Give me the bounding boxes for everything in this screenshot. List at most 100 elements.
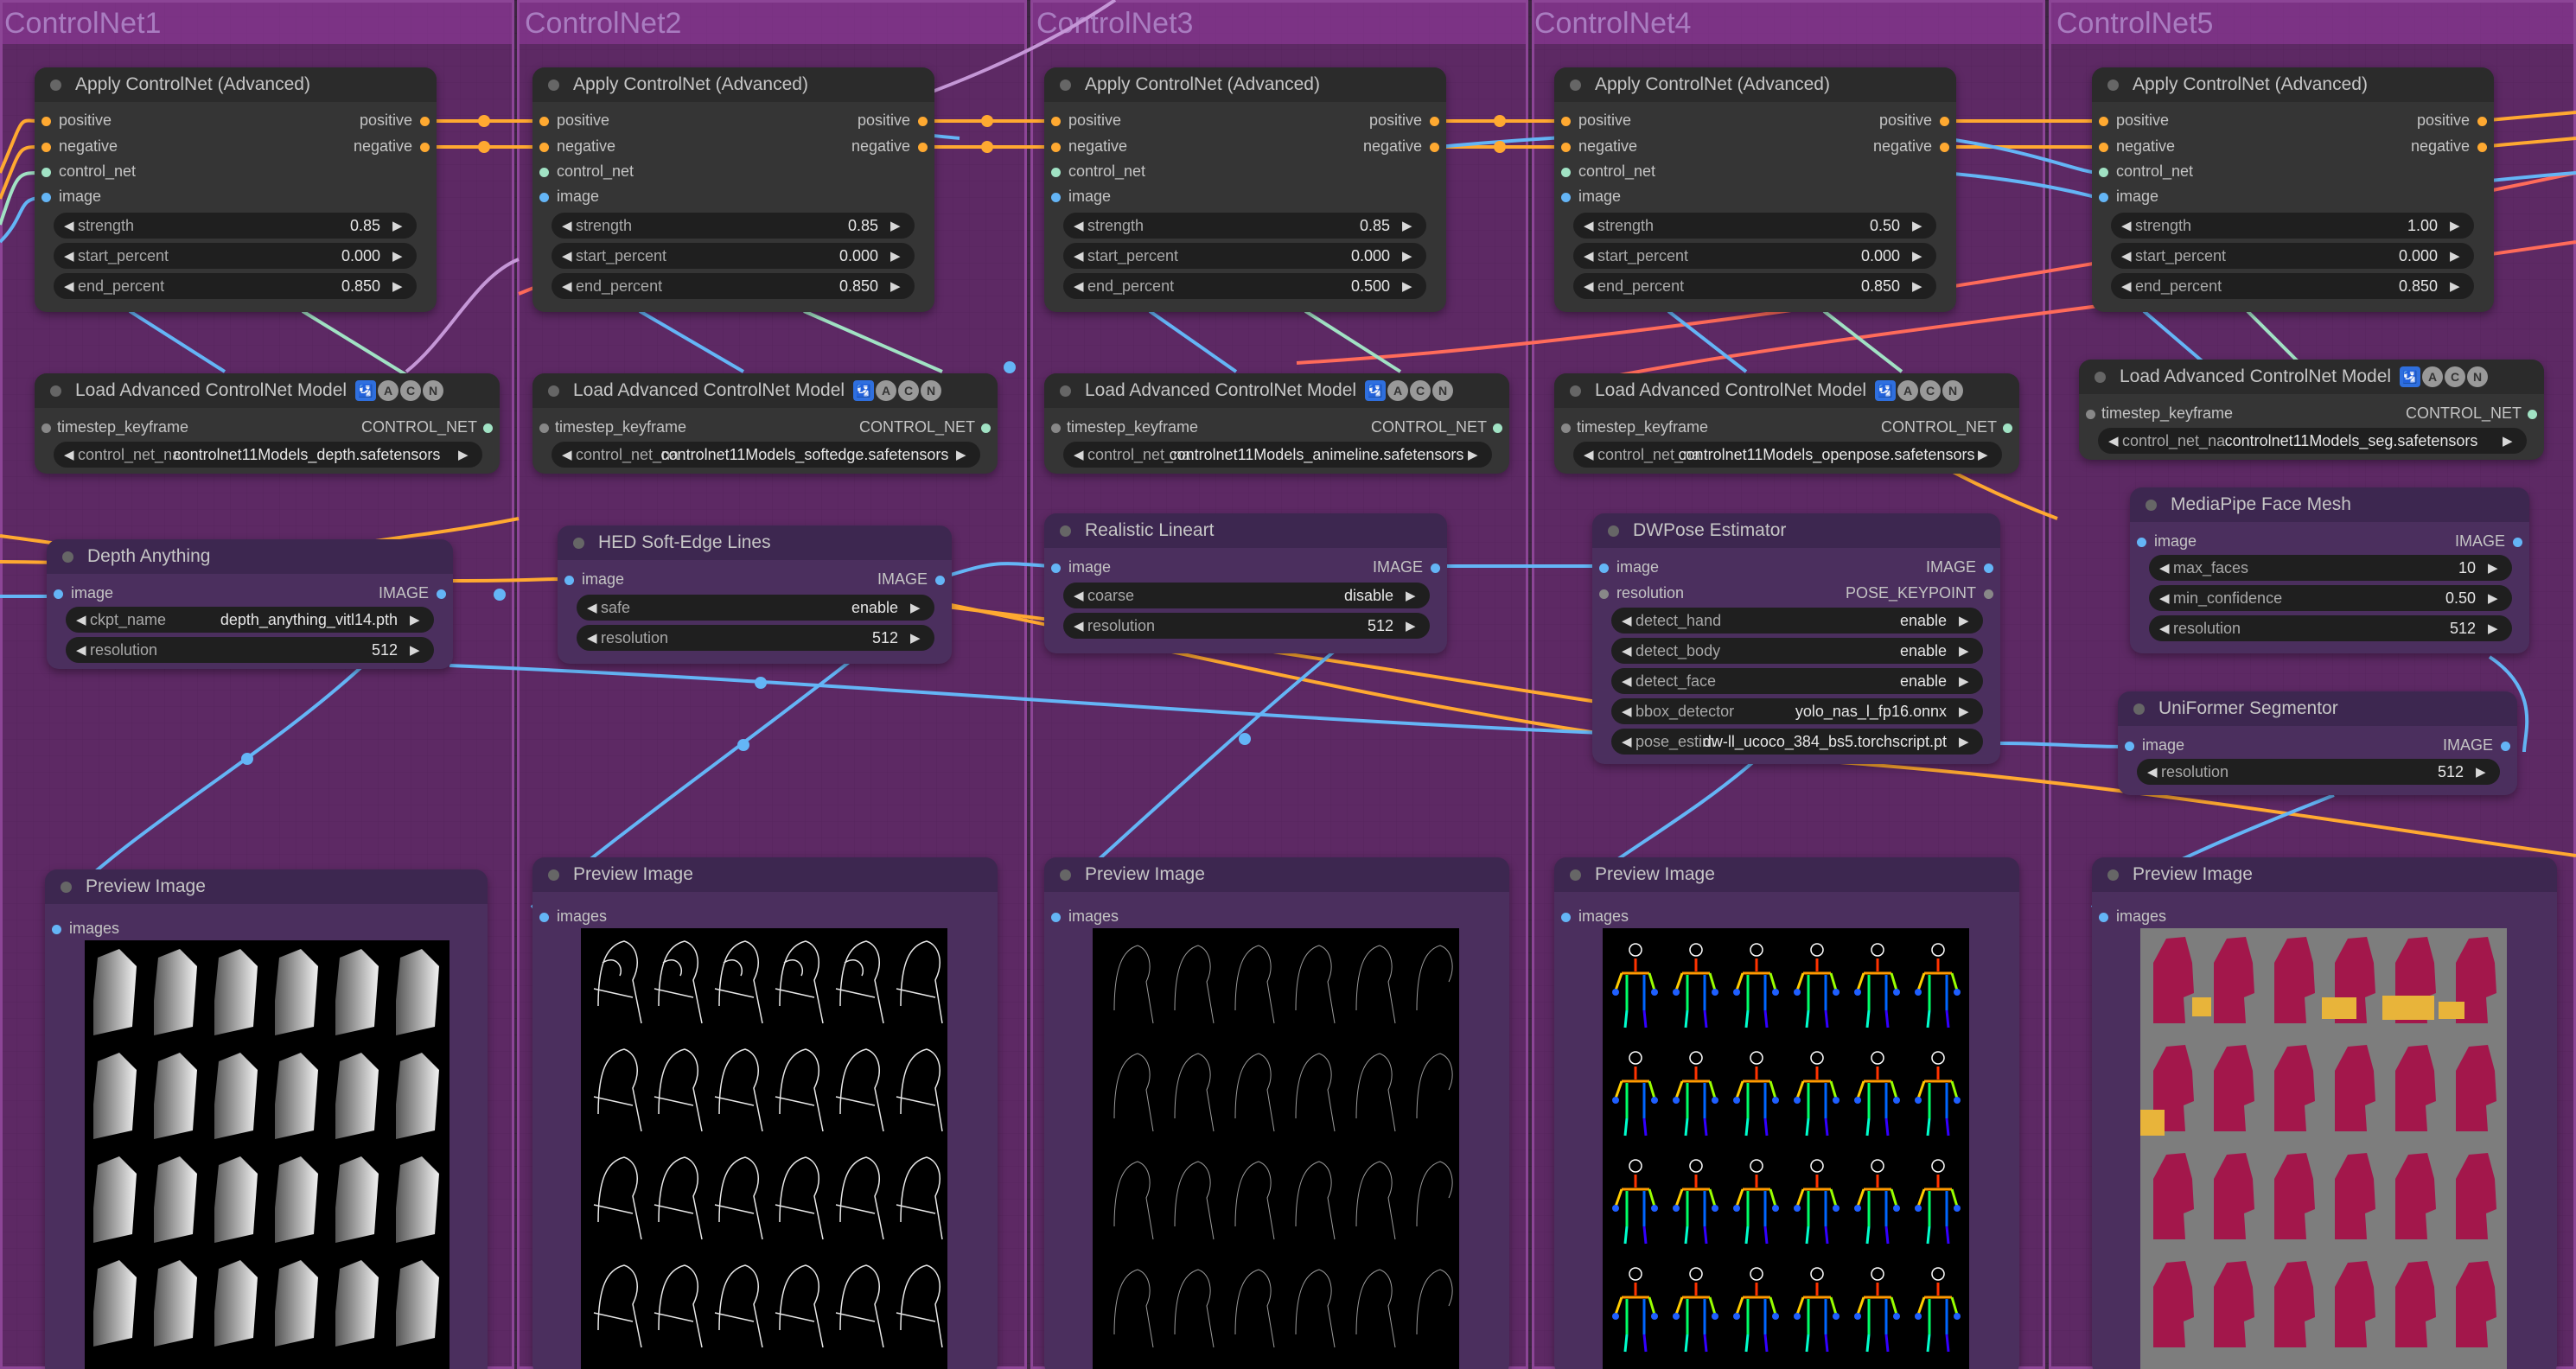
collapse-dot-icon[interactable]: [2107, 869, 2119, 881]
preview-image-node-3[interactable]: Preview Image images: [1044, 857, 1509, 1369]
input-socket-image[interactable]: [539, 193, 549, 202]
output-socket-pose-keypoint[interactable]: [1984, 589, 1993, 599]
increment-arrow-icon[interactable]: ▶: [1402, 279, 1412, 294]
decrement-arrow-icon[interactable]: ◀: [1074, 279, 1084, 294]
preview-image-node-2[interactable]: Preview Image images: [532, 857, 998, 1369]
increment-arrow-icon[interactable]: ▶: [2476, 765, 2486, 780]
node-title[interactable]: UniFormer Segmentor: [2118, 691, 2517, 726]
input-socket-control-net[interactable]: [2099, 168, 2108, 177]
prev-arrow-icon[interactable]: ◀: [1622, 674, 1632, 689]
decrement-arrow-icon[interactable]: ◀: [64, 279, 74, 294]
decrement-arrow-icon[interactable]: ◀: [562, 249, 572, 264]
increment-arrow-icon[interactable]: ▶: [392, 219, 403, 233]
apply-controlnet-node-4[interactable]: Apply ControlNet (Advanced) positive neg…: [1554, 67, 1956, 312]
increment-arrow-icon[interactable]: ▶: [2488, 621, 2498, 636]
output-socket-image[interactable]: [2501, 742, 2510, 751]
output-socket-negative[interactable]: [918, 143, 928, 152]
increment-arrow-icon[interactable]: ▶: [2488, 561, 2498, 576]
output-socket-control-net[interactable]: [2528, 410, 2537, 419]
decrement-arrow-icon[interactable]: ◀: [64, 219, 74, 233]
input-socket-negative[interactable]: [2099, 143, 2108, 152]
collapse-dot-icon[interactable]: [2095, 371, 2106, 383]
input-socket-images[interactable]: [1561, 913, 1571, 922]
apply-controlnet-node-1[interactable]: Apply ControlNet (Advanced) positive neg…: [35, 67, 437, 312]
depth-preview-image[interactable]: [85, 940, 450, 1369]
input-socket-images[interactable]: [52, 925, 61, 934]
lineart-preview-image[interactable]: [1093, 928, 1459, 1369]
next-arrow-icon[interactable]: ▶: [1959, 704, 1969, 719]
prev-arrow-icon[interactable]: ◀: [1622, 644, 1632, 659]
input-socket-positive[interactable]: [539, 117, 549, 126]
output-socket-positive[interactable]: [420, 117, 430, 126]
increment-arrow-icon[interactable]: ▶: [410, 643, 420, 658]
collapse-dot-icon[interactable]: [573, 537, 584, 549]
collapse-dot-icon[interactable]: [62, 551, 73, 563]
input-socket-negative[interactable]: [1561, 143, 1571, 152]
prev-arrow-icon[interactable]: ◀: [562, 448, 572, 462]
dwpose-estimator-node[interactable]: DWPose Estimator image resolution IMAGE …: [1592, 513, 2000, 764]
preview-image-node-1[interactable]: Preview Image images: [45, 869, 488, 1369]
node-title[interactable]: Realistic Lineart: [1044, 513, 1447, 548]
prev-arrow-icon[interactable]: ◀: [587, 601, 597, 615]
increment-arrow-icon[interactable]: ▶: [1912, 249, 1922, 264]
apply-controlnet-node-3[interactable]: Apply ControlNet (Advanced) positive neg…: [1044, 67, 1446, 312]
node-title[interactable]: DWPose Estimator: [1592, 513, 2000, 548]
collapse-dot-icon[interactable]: [61, 881, 72, 893]
output-socket-image[interactable]: [2513, 538, 2522, 547]
decrement-arrow-icon[interactable]: ◀: [1074, 619, 1084, 634]
prev-arrow-icon[interactable]: ◀: [64, 448, 74, 462]
node-title[interactable]: Preview Image: [45, 869, 488, 904]
decrement-arrow-icon[interactable]: ◀: [2121, 279, 2132, 294]
increment-arrow-icon[interactable]: ▶: [392, 249, 403, 264]
input-socket-resolution[interactable]: [1599, 589, 1609, 599]
increment-arrow-icon[interactable]: ▶: [1402, 249, 1412, 264]
control-net-name-widget[interactable]: ◀control_net_namecontrolnet11Models_dept…: [54, 442, 482, 468]
prev-arrow-icon[interactable]: ◀: [1584, 448, 1594, 462]
output-socket-control-net[interactable]: [2003, 423, 2012, 433]
output-socket-image[interactable]: [437, 589, 446, 599]
increment-arrow-icon[interactable]: ▶: [2450, 279, 2460, 294]
node-title[interactable]: MediaPipe Face Mesh: [2130, 487, 2529, 522]
input-socket-timestep-keyframe[interactable]: [1561, 423, 1571, 433]
next-arrow-icon[interactable]: ▶: [410, 613, 420, 627]
prev-arrow-icon[interactable]: ◀: [2108, 434, 2119, 449]
next-arrow-icon[interactable]: ▶: [956, 448, 966, 462]
apply-controlnet-node-5[interactable]: Apply ControlNet (Advanced) positive neg…: [2092, 67, 2494, 312]
node-title[interactable]: Apply ControlNet (Advanced): [1554, 67, 1956, 102]
input-socket-image[interactable]: [1561, 193, 1571, 202]
input-socket-image[interactable]: [2099, 193, 2108, 202]
input-socket-image[interactable]: [1051, 564, 1061, 573]
prev-arrow-icon[interactable]: ◀: [1074, 589, 1084, 603]
increment-arrow-icon[interactable]: ▶: [1402, 219, 1412, 233]
collapse-dot-icon[interactable]: [1608, 525, 1619, 537]
next-arrow-icon[interactable]: ▶: [458, 448, 469, 462]
node-title[interactable]: Preview Image: [2092, 857, 2557, 892]
control-net-name-widget[interactable]: ◀control_net_namecontrolnet11Models_open…: [1573, 442, 2002, 468]
input-socket-images[interactable]: [539, 913, 549, 922]
node-title[interactable]: Preview Image: [532, 857, 998, 892]
input-socket-image[interactable]: [2137, 538, 2146, 547]
input-socket-images[interactable]: [1051, 913, 1061, 922]
output-socket-image[interactable]: [935, 576, 945, 585]
input-socket-timestep-keyframe[interactable]: [1051, 423, 1061, 433]
collapse-dot-icon[interactable]: [50, 385, 61, 397]
